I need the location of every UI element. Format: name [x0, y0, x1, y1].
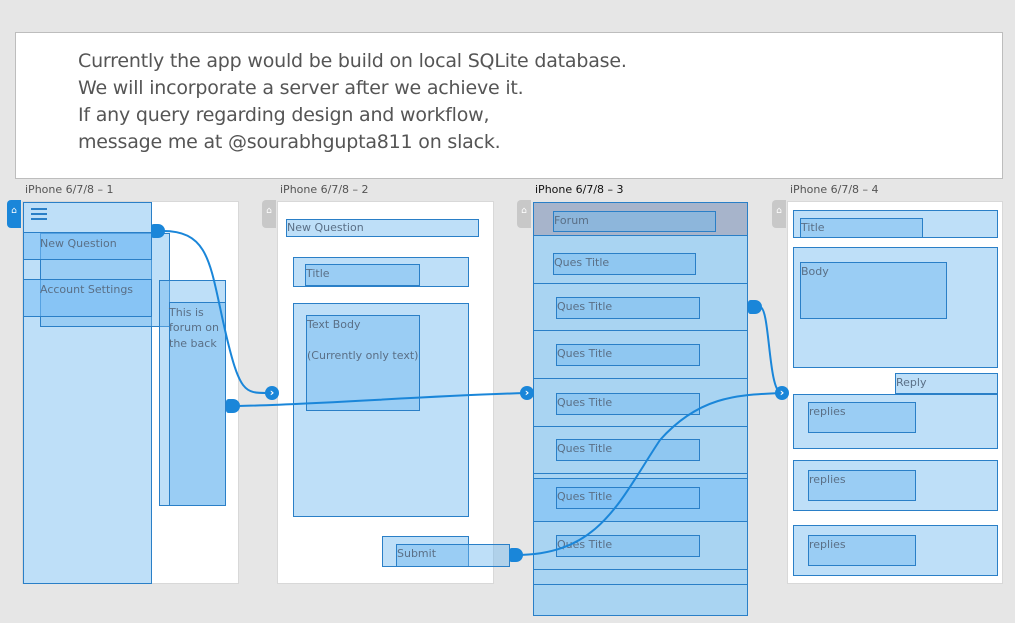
title-input-label: Title: [306, 267, 330, 280]
question-title-box: Ques Title: [556, 344, 700, 366]
menu-item-label: Account Settings: [40, 283, 134, 296]
submit-label: Submit: [397, 547, 437, 560]
body-container: [793, 247, 998, 368]
body-input-note: (Currently only text): [307, 349, 419, 362]
question-title-box: Ques Title: [556, 439, 700, 461]
list-item[interactable]: [533, 522, 748, 570]
question-title-box: Ques Title: [556, 487, 700, 509]
menu-item-label: New Question: [40, 237, 117, 250]
reply-card: [793, 460, 998, 511]
reply-text: replies: [808, 470, 916, 501]
question-title: Ques Title: [557, 300, 613, 313]
home-tab[interactable]: ⌂: [517, 200, 531, 228]
reply-text-label: replies: [809, 538, 846, 551]
chevron-right-icon[interactable]: ›: [265, 386, 279, 400]
side-drawer[interactable]: [23, 202, 152, 584]
forum-header: [533, 202, 748, 236]
body-input[interactable]: Text Body (Currently only text): [306, 315, 420, 411]
chevron-right-icon[interactable]: ›: [775, 386, 789, 400]
chevron-right-icon[interactable]: ›: [520, 386, 534, 400]
reply-text-label: replies: [809, 473, 846, 486]
reply-text: replies: [808, 535, 916, 566]
reply-text: replies: [808, 402, 916, 433]
question-title-box: Ques Title: [556, 393, 700, 415]
question-title-box: Ques Title: [556, 535, 700, 557]
question-title: Ques Title: [554, 256, 610, 269]
note-line: If any query regarding design and workfl…: [78, 104, 490, 126]
forum-text: forum on: [169, 321, 220, 334]
question-title-box: Ques Title: [556, 297, 700, 319]
question-title-label: Title: [801, 221, 825, 234]
home-tab[interactable]: ⌂: [262, 200, 276, 228]
question-title: Ques Title: [557, 538, 613, 551]
note-line: message me at @sourabhgupta811 on slack.: [78, 131, 501, 153]
forum-title-box: Forum: [553, 211, 716, 232]
title-container: [793, 210, 998, 238]
question-title: Ques Title: [557, 396, 613, 409]
forum-title: Forum: [554, 214, 589, 227]
header-label: New Question: [287, 221, 364, 234]
title-field-container: [293, 257, 469, 287]
home-icon: ⌂: [521, 206, 527, 216]
note-line: Currently the app would be build on loca…: [78, 50, 627, 72]
title-input[interactable]: Title: [305, 264, 420, 286]
reply-card: [793, 394, 998, 449]
hamburger-icon[interactable]: [31, 207, 47, 221]
connector-dot-icon[interactable]: [151, 224, 165, 238]
comment-note: Currently the app would be build on loca…: [15, 32, 1003, 179]
menu-item-account-settings[interactable]: Account Settings: [23, 279, 152, 317]
reply-text-label: replies: [809, 405, 846, 418]
artboard-label[interactable]: iPhone 6/7/8 – 4: [790, 183, 879, 196]
connector-dot-icon[interactable]: [226, 399, 240, 413]
question-title: Ques Title: [557, 442, 613, 455]
body-input-label: Text Body: [307, 318, 361, 331]
list-item[interactable]: [533, 284, 748, 331]
note-line: We will incorporate a server after we ac…: [78, 77, 524, 99]
submit-button[interactable]: Submit: [396, 544, 510, 567]
reply-label: Reply: [896, 376, 927, 389]
question-title-box: Ques Title: [553, 253, 696, 275]
link-path: [759, 306, 782, 394]
question-body-label: Body: [801, 265, 829, 278]
forum-text: the back: [169, 337, 217, 350]
home-tab[interactable]: ⌂: [7, 200, 21, 228]
forum-text: This is: [169, 306, 204, 319]
question-body: Body: [800, 262, 947, 319]
list-item[interactable]: [533, 331, 748, 379]
question-title: Ques Title: [557, 490, 613, 503]
reply-card: [793, 525, 998, 576]
question-title: Ques Title: [557, 347, 613, 360]
list-item[interactable]: [533, 238, 748, 284]
home-icon: ⌂: [11, 206, 17, 216]
header-new-question: New Question: [286, 219, 479, 237]
home-icon: ⌂: [776, 206, 782, 216]
home-tab[interactable]: ⌂: [772, 200, 786, 228]
question-title: Title: [800, 218, 923, 238]
menu-item-new-question[interactable]: New Question: [23, 232, 152, 260]
reply-button[interactable]: Reply: [895, 373, 998, 394]
connector-dot-icon[interactable]: [509, 548, 523, 562]
home-icon: ⌂: [266, 206, 272, 216]
divider: [533, 584, 748, 585]
connector-dot-icon[interactable]: [748, 300, 762, 314]
artboard-label[interactable]: iPhone 6/7/8 – 2: [280, 183, 369, 196]
artboard-label[interactable]: iPhone 6/7/8 – 3: [535, 183, 624, 196]
artboard-label[interactable]: iPhone 6/7/8 – 1: [25, 183, 114, 196]
